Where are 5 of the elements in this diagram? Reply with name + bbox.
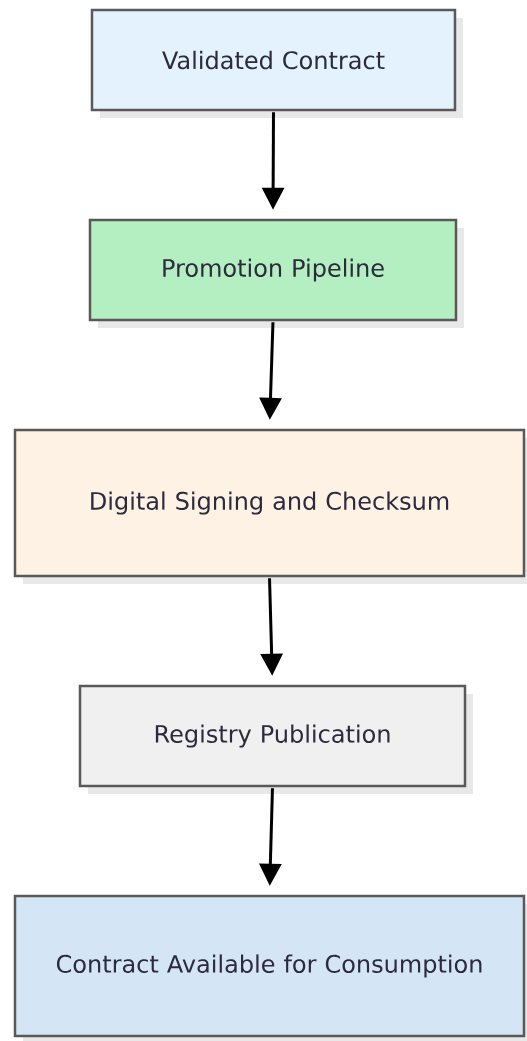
process-box: Digital Signing and Checksum xyxy=(13,428,527,584)
process-box: Validated Contract xyxy=(90,8,463,118)
process-box: Contract Available for Consumption xyxy=(13,894,527,1041)
process-box: Promotion Pipeline xyxy=(88,218,464,328)
process-box: Registry Publication xyxy=(78,684,473,794)
